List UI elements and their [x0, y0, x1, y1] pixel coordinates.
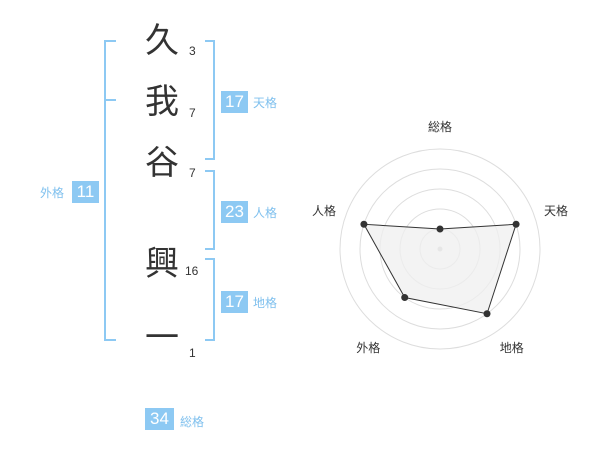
radar-point-4 — [401, 294, 409, 302]
name-char-3: 谷 — [145, 143, 179, 183]
radar-point-3 — [483, 310, 491, 318]
name-char-5: 一 — [145, 318, 179, 358]
radar-point-2 — [512, 220, 520, 228]
radar-grid-ring — [339, 148, 541, 350]
jinkaku-value: 23 — [221, 201, 248, 223]
stroke-count-2: 7 — [189, 106, 196, 120]
tenkaku-bracket — [205, 40, 215, 160]
gaikaku-label: 外格 — [40, 186, 65, 200]
soukaku-label: 総格 — [180, 415, 205, 429]
soukaku-value: 34 — [145, 408, 174, 430]
stroke-count-1: 3 — [189, 44, 196, 58]
stroke-count-3: 7 — [189, 166, 196, 180]
jinkaku-label: 人格 — [253, 206, 278, 220]
tenkaku-label: 天格 — [253, 96, 278, 110]
radar-point-1 — [436, 225, 444, 233]
chikaku-value: 17 — [221, 291, 248, 313]
name-char-1: 久 — [145, 21, 179, 61]
radar-point-5 — [360, 220, 368, 228]
radar-axis-label-1: 総格 — [428, 120, 453, 134]
stroke-count-5: 1 — [189, 346, 196, 360]
gaikaku-bracket — [104, 40, 116, 341]
tenkaku-value: 17 — [221, 91, 248, 113]
gaikaku-value: 11 — [72, 181, 99, 203]
chikaku-label: 地格 — [253, 296, 278, 310]
radar-axis-label-5: 人格 — [311, 204, 336, 219]
radar-axis-label-2: 天格 — [544, 204, 569, 219]
name-char-2: 我 — [145, 82, 179, 122]
radar-axis-label-4: 外格 — [356, 340, 381, 355]
radar-axis-label-3: 地格 — [499, 340, 524, 355]
radar-grid-ring — [359, 168, 521, 330]
chikaku-bracket — [205, 258, 215, 341]
name-char-4: 興 — [145, 244, 179, 284]
stroke-count-4: 16 — [185, 264, 199, 278]
jinkaku-bracket — [205, 170, 215, 250]
radar-area — [363, 223, 517, 315]
